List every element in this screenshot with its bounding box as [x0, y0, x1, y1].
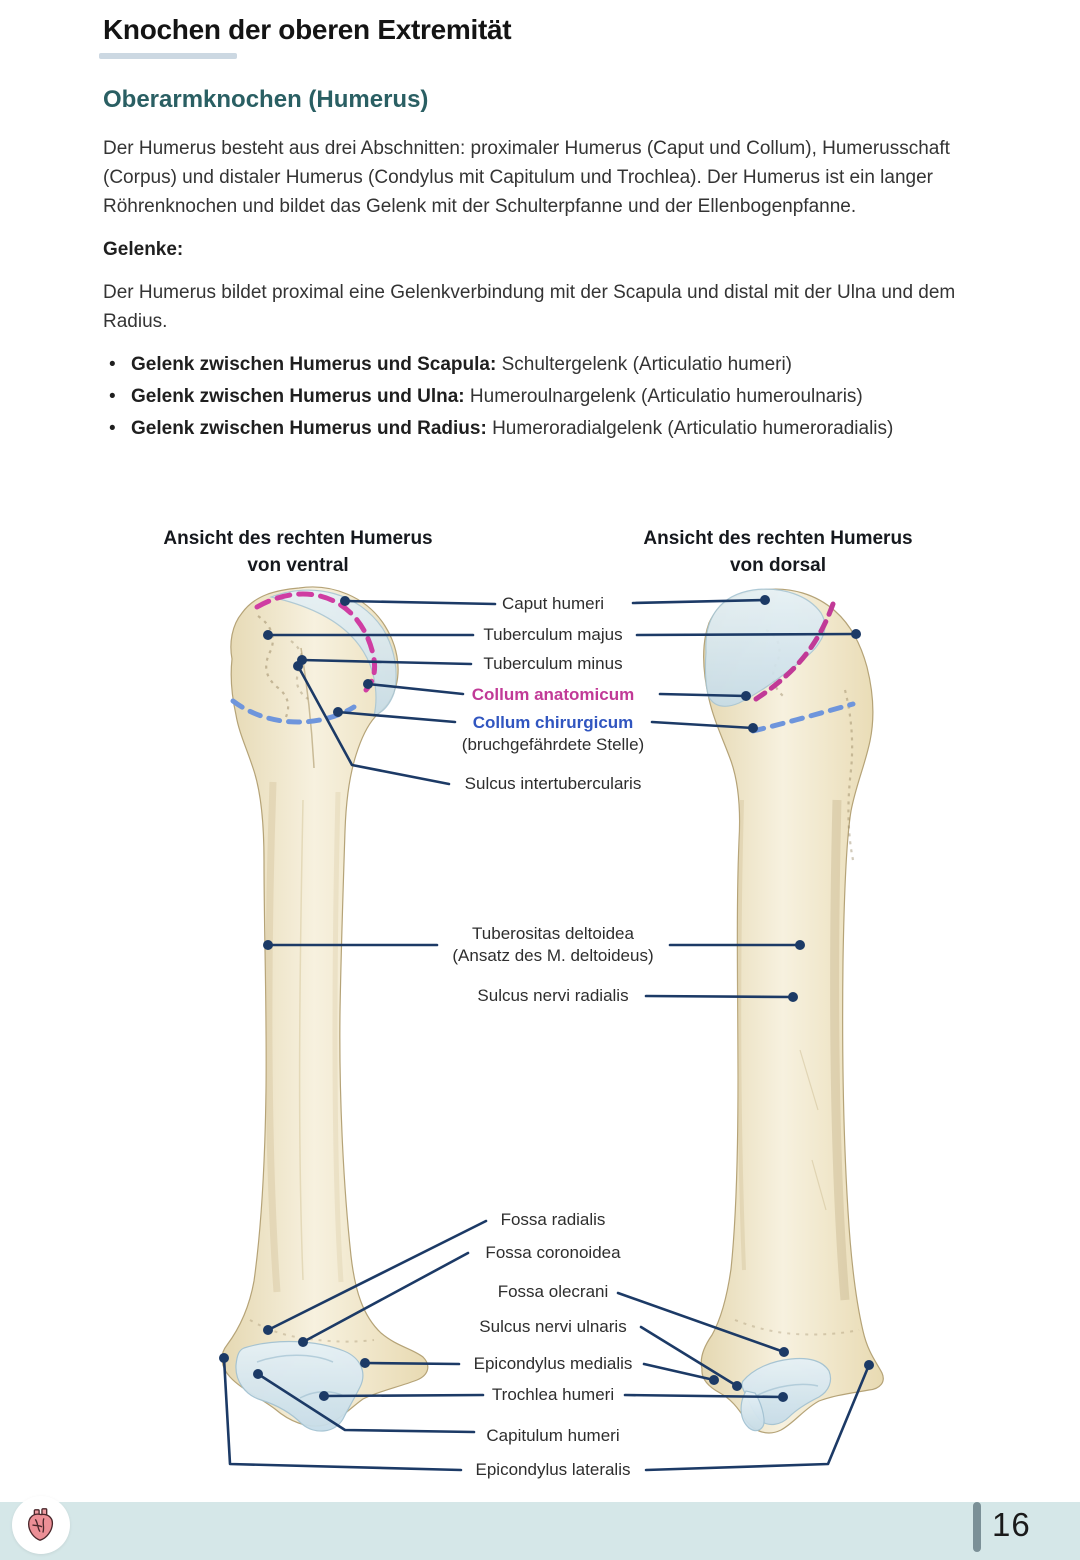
humerus-dorsal-illustration — [700, 588, 884, 1434]
label-capitulum-humeri: Capitulum humeri — [486, 1426, 620, 1445]
label-epicondylus-lateralis: Epicondylus lateralis — [475, 1460, 631, 1479]
joints-heading: Gelenke: — [103, 239, 184, 260]
heart-badge — [12, 1496, 70, 1554]
ventral-view-heading-line2: von ventral — [247, 555, 349, 576]
label-epicondylus-medialis: Epicondylus medialis — [473, 1354, 633, 1373]
dorsal-view-heading-line2: von dorsal — [729, 555, 827, 576]
label-tuberositas-deltoidea-line1: Tuberositas deltoidea — [472, 924, 634, 943]
label-tuberculum-majus: Tuberculum majus — [483, 625, 623, 644]
dorsal-trochlea-flange — [740, 1390, 765, 1432]
list-item: Gelenk zwischen Humerus und Scapula: Sch… — [103, 350, 901, 379]
intro-paragraph: Der Humerus besteht aus drei Abschnitten… — [103, 138, 950, 217]
label-trochlea-humeri: Trochlea humeri — [491, 1385, 615, 1404]
label-caput-humeri: Caput humeri — [501, 594, 605, 613]
page-number-bar — [973, 1502, 981, 1552]
anatomical-neck-dashed-line — [254, 591, 378, 693]
label-sulcus-nervi-radialis: Sulcus nervi radialis — [477, 986, 629, 1005]
list-item-lead: Gelenk zwischen Humerus und Ulna: — [131, 386, 465, 407]
label-sulcus-nervi-ulnaris: Sulcus nervi ulnaris — [479, 1317, 627, 1336]
label-fossa-olecrani: Fossa olecrani — [497, 1282, 609, 1301]
label-collum-chirurgicum-note: (bruchgefährdete Stelle) — [461, 735, 645, 754]
joints-paragraph: Der Humerus bildet proximal eine Gelenkv… — [103, 282, 956, 332]
title-underline — [99, 53, 237, 59]
dorsal-view-heading-line1: Ansicht des rechten Humerus — [643, 528, 913, 549]
list-item-text: Humeroradialgelenk (Articulatio humerora… — [486, 418, 894, 439]
page-number: 16 — [992, 1506, 1031, 1543]
label-tuberculum-minus: Tuberculum minus — [483, 654, 623, 673]
dorsal-view-heading: Ansicht des rechten Humerus von dorsal — [643, 525, 912, 579]
list-item-text: Schultergelenk (Articulatio humeri) — [496, 354, 793, 375]
list-item: Gelenk zwischen Humerus und Radius: Hume… — [103, 414, 901, 443]
label-fossa-coronoidea: Fossa coronoidea — [485, 1243, 621, 1262]
list-item-lead: Gelenk zwischen Humerus und Radius: — [131, 418, 487, 439]
leader-lines — [222, 598, 871, 1472]
label-tuberositas-deltoidea: Tuberositas deltoidea (Ansatz des M. del… — [452, 923, 653, 967]
label-tuberositas-deltoidea-line2: (Ansatz des M. deltoideus) — [452, 946, 654, 965]
heart-icon — [27, 1508, 54, 1541]
page-title: Knochen der oberen Extremität — [103, 14, 512, 45]
dorsal-head-cartilage — [704, 588, 826, 707]
humerus-illustration-svg — [219, 586, 884, 1472]
label-fossa-radialis: Fossa radialis — [500, 1210, 606, 1229]
list-item-text: Humeroulnargelenk (Articulatio humerouln… — [464, 386, 863, 407]
footer-bar — [0, 1502, 1080, 1560]
joint-list: Gelenk zwischen Humerus und Scapula: Sch… — [103, 350, 983, 443]
section-heading: Oberarmknochen (Humerus) — [103, 86, 429, 113]
anchor-dots — [219, 595, 874, 1402]
ventral-condyle-cartilage — [235, 1340, 364, 1432]
label-collum-chirurgicum: Collum chirurgicum — [472, 713, 634, 732]
body-text: Der Humerus besteht aus drei Abschnitten… — [103, 134, 983, 446]
label-sulcus-intertubercularis: Sulcus intertubercularis — [464, 774, 642, 793]
label-collum-anatomicum: Collum anatomicum — [471, 685, 635, 704]
list-item: Gelenk zwischen Humerus und Ulna: Humero… — [103, 382, 901, 411]
ventral-view-heading-line1: Ansicht des rechten Humerus — [163, 528, 433, 549]
list-item-lead: Gelenk zwischen Humerus und Scapula: — [131, 354, 497, 375]
surgical-neck-dashed-line — [750, 701, 856, 734]
surgical-neck-dashed-line — [230, 698, 357, 725]
ventral-view-heading: Ansicht des rechten Humerus von ventral — [163, 525, 432, 579]
anatomical-neck-dashed-line — [753, 601, 836, 702]
humerus-figure: Ansicht des rechten Humerus von ventral … — [0, 520, 1080, 1498]
